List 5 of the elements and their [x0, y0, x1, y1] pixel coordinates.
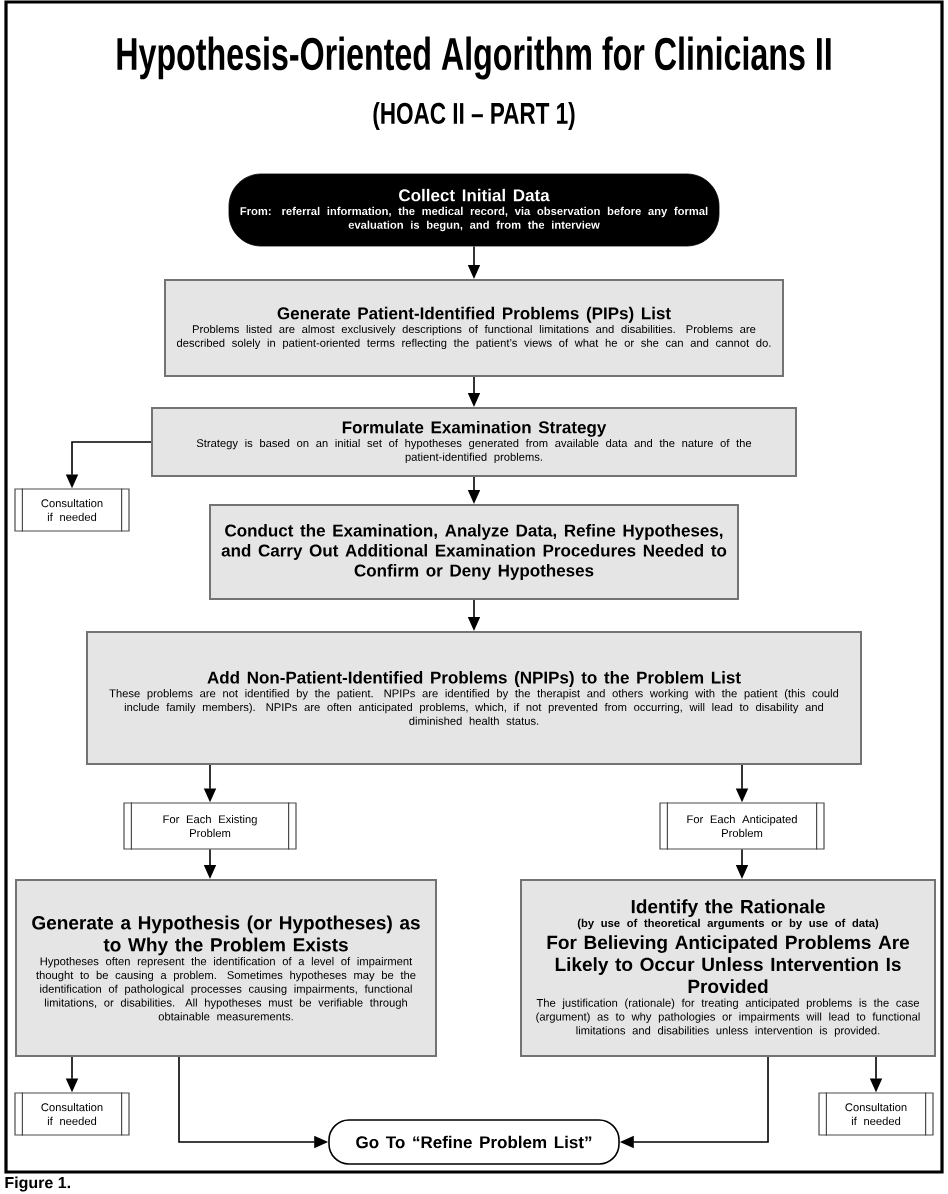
- end-terminal: Go To “Refine Problem List”: [328, 1119, 620, 1165]
- figure-caption: Figure 1.: [5, 1176, 70, 1192]
- subtitle: (HOAC II – PART 1): [373, 102, 575, 130]
- process-box: Conduct the Examination, Analyze Data, Refine Hypotheses, and Carry Out Additional Examination Procedures Needed to Confirm or Deny Hypotheses: [209, 504, 739, 600]
- title: Hypothesis-Oriented Algorithm for Clinicians II: [117, 36, 831, 80]
